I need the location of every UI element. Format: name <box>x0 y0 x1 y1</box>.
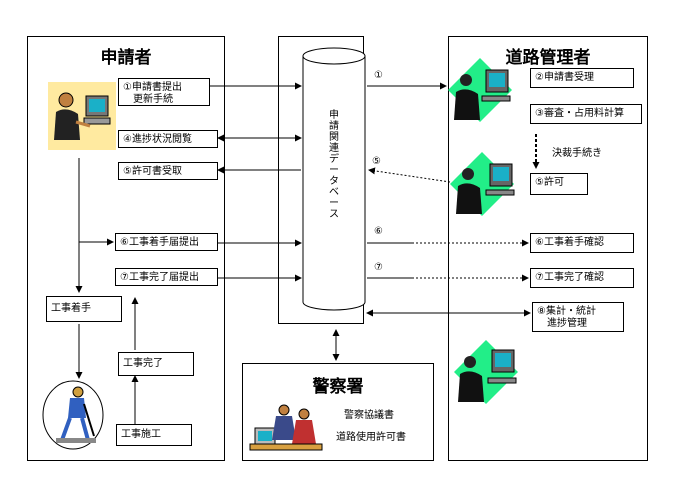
submit-application-box: ①申請書提出 更新手続 <box>118 78 210 106</box>
applicant-person-icon <box>48 82 116 150</box>
manager-person-icon-1 <box>448 58 512 122</box>
construction-worker-icon <box>42 380 104 450</box>
work-exec-box: 工事施工 <box>116 424 192 446</box>
arrow-label-7: ⑦ <box>374 262 383 273</box>
police-line-2: 道路使用許可書 <box>336 432 406 443</box>
arrow-label-5: ⑤ <box>372 156 381 167</box>
receive-permit-box: ⑤許可書受取 <box>118 162 218 180</box>
work-done-box: 工事完了 <box>118 352 194 376</box>
manager-person-icon-3 <box>454 340 518 404</box>
manager-person-icon-2 <box>450 152 515 216</box>
start-confirm-box: ⑥工事着手確認 <box>530 233 634 253</box>
progress-view-box: ④進捗状況閲覧 <box>118 130 218 148</box>
arrow-label-1: ① <box>374 70 383 81</box>
approval-label: 決裁手続き <box>552 148 602 159</box>
police-line-1: 警察協議書 <box>344 410 394 421</box>
start-notice-box: ⑥工事着手届提出 <box>115 233 218 251</box>
stats-box: ⑧集計・統計 進捗管理 <box>532 302 624 332</box>
permit-box: ⑤許可 <box>530 173 588 195</box>
accept-application-box: ②申請書受理 <box>530 68 634 88</box>
complete-notice-box: ⑦工事完了届提出 <box>115 268 218 286</box>
work-start-box: 工事着手 <box>46 296 122 322</box>
complete-confirm-box: ⑦工事完了確認 <box>530 268 634 288</box>
police-title: 警察署 <box>312 377 364 397</box>
database-cylinder <box>302 47 366 311</box>
police-panel: 警察署 <box>242 363 434 461</box>
database-label: 申請関連データベース <box>329 110 339 220</box>
police-officers-icon <box>249 404 323 451</box>
arrow-label-6: ⑥ <box>374 226 383 237</box>
db-connection-arrows <box>210 82 531 361</box>
dotted-arrows <box>368 134 540 282</box>
applicant-title: 申請者 <box>100 48 152 68</box>
applicant-flow-arrows <box>75 158 139 424</box>
road-manager-title: 道路管理者 <box>505 48 591 68</box>
review-box: ③審査・占用料計算 <box>530 104 642 124</box>
